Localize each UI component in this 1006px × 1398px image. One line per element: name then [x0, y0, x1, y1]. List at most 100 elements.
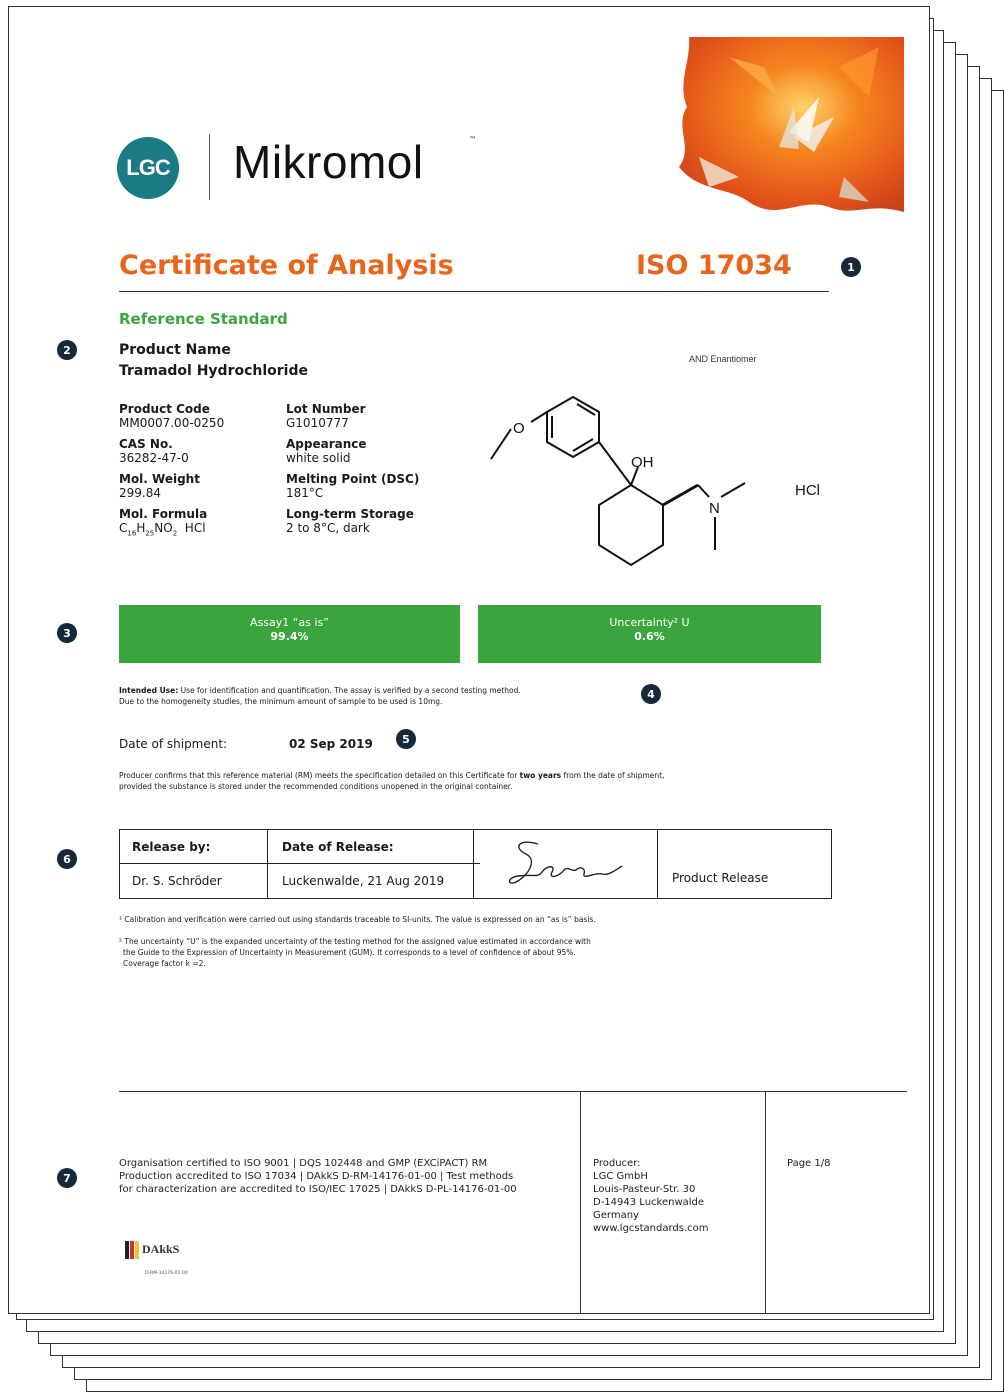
uncertainty-box: Uncertainty² U 0.6% [478, 605, 821, 663]
page-number: Page 1/8 [787, 1158, 831, 1169]
release-by-label: Release by: [132, 840, 211, 854]
assay-label: Assay1 “as is” [250, 616, 329, 629]
table-column-divider [657, 830, 658, 898]
producer-street: Louis-Pasteur-Str. 30 [593, 1184, 696, 1195]
footer-column-divider [580, 1091, 581, 1313]
shipment-label: Date of shipment: [119, 737, 228, 751]
producer-statement-line2: provided the substance is stored under t… [119, 782, 513, 791]
badge-2: 2 [57, 340, 77, 360]
certification-line-1: Organisation certified to ISO 9001 | DQS… [119, 1158, 488, 1169]
footnote-2-line1: ² The uncertainty “U” is the expanded un… [119, 937, 591, 946]
uncertainty-value: 0.6% [634, 630, 665, 643]
mol-formula-label: Mol. Formula [119, 507, 208, 521]
formula-nitrogen-oxygen: NO [154, 521, 173, 535]
formula-salt: HCl [184, 521, 206, 535]
storage-label: Long-term Storage [286, 507, 414, 521]
footnote-1: ¹ Calibration and verification were carr… [119, 915, 596, 924]
producer-city: D-14943 Luckenwalde [593, 1197, 705, 1208]
release-date: Luckenwalde, 21 Aug 2019 [282, 874, 445, 888]
product-name: Tramadol Hydrochloride [119, 363, 308, 379]
intended-use-label: Intended Use: [119, 686, 179, 695]
assay-box: Assay1 “as is” 99.4% [119, 605, 460, 663]
mol-weight: 299.84 [119, 486, 161, 500]
badge-6: 6 [57, 849, 77, 869]
release-role: Product Release [672, 871, 769, 885]
intended-use: Intended Use: Use for identification and… [119, 685, 521, 707]
mikromol-wordmark: Mikromol [233, 136, 424, 188]
assay-value: 99.4% [270, 630, 309, 643]
release-date-label: Date of Release: [282, 840, 394, 854]
producer-statement: Producer confirms that this reference ma… [119, 770, 664, 792]
shipment-date: 02 Sep 2019 [289, 737, 373, 751]
melting-point: 181°C [286, 486, 324, 500]
table-divider [120, 863, 480, 864]
producer-statement-bold: two years [519, 771, 562, 780]
dakks-logo-text: DAkkS [142, 1242, 180, 1256]
iso-label: ISO 17034 [636, 250, 792, 281]
appearance: white solid [286, 451, 351, 465]
producer-statement-part1: Producer confirms that this reference ma… [119, 771, 520, 780]
formula-oxygen-count: 2 [172, 529, 178, 538]
section-label: Reference Standard [119, 310, 288, 328]
badge-5: 5 [396, 729, 416, 749]
lot-number-label: Lot Number [286, 402, 366, 416]
footnote-2-line3: Coverage factor k =2. [123, 959, 206, 968]
release-table: Release by: Dr. S. Schröder Date of Rele… [119, 829, 832, 899]
title-divider [119, 291, 829, 292]
lgc-logo-text: LGC [126, 155, 170, 180]
lot-number: G1010777 [286, 416, 349, 430]
formula-hydrogen-count: 25 [145, 529, 155, 538]
intended-use-text-2: Due to the homogeneity studies, the mini… [119, 697, 443, 706]
footer-column-divider [765, 1091, 766, 1313]
product-code-label: Product Code [119, 402, 210, 416]
badge-7: 7 [57, 1168, 77, 1188]
certifications: Organisation certified to ISO 9001 | DQS… [119, 1157, 517, 1196]
hydroxyl-group: OH [631, 454, 654, 471]
badge-1: 1 [841, 257, 861, 277]
product-name-label: Product Name [119, 342, 231, 358]
footer-divider [119, 1091, 907, 1092]
footnote-2-line2: the Guide to the Expression of Uncertain… [123, 948, 576, 957]
formula-carbon-count: 16 [127, 529, 137, 538]
page-title: Certificate of Analysis [119, 250, 454, 281]
producer-address: Producer: LGC GmbH Louis-Pasteur-Str. 30… [593, 1157, 709, 1235]
cas-label: CAS No. [119, 437, 173, 451]
mol-weight-label: Mol. Weight [119, 472, 200, 486]
lgc-logo: LGC [117, 137, 179, 199]
oxygen-atom: O [513, 420, 525, 437]
table-column-divider [473, 830, 474, 898]
producer-label: Producer: [593, 1158, 641, 1169]
footnote-2: ² The uncertainty “U” is the expanded un… [119, 936, 591, 969]
mol-formula: C16H25NO2 HCl [119, 521, 206, 537]
salt-label: HCl [795, 482, 820, 499]
formula-carbon: C [119, 521, 128, 535]
badge-4: 4 [641, 684, 661, 704]
product-code: MM0007.00-0250 [119, 416, 225, 430]
producer-website[interactable]: www.lgcstandards.com [593, 1223, 709, 1234]
producer-statement-part2: from the date of shipment, [561, 771, 665, 780]
formula-hydrogen: H [136, 521, 146, 535]
badge-3: 3 [57, 623, 77, 643]
dakks-id: D-RM-14176-01-00 [145, 1271, 188, 1276]
table-column-divider [267, 830, 268, 898]
certificate-page: LGC Mikromol ™ Certificate of Analysis I… [8, 6, 930, 1314]
trademark-symbol: ™ [469, 135, 477, 144]
chemical-structure: O OH N HCl [490, 395, 820, 567]
melting-point-label: Melting Point (DSC) [286, 472, 420, 486]
intended-use-text: Use for identification and quantificatio… [178, 686, 521, 695]
crystal-image [669, 37, 904, 222]
nitrogen-atom: N [709, 500, 720, 517]
enantiomer-note: AND Enantiomer [689, 354, 757, 364]
cas-number: 36282-47-0 [119, 451, 189, 465]
certification-line-2: Production accredited to ISO 17034 | DAk… [119, 1171, 514, 1182]
producer-country: Germany [593, 1210, 639, 1221]
appearance-label: Appearance [286, 437, 367, 451]
producer-name: LGC GmbH [593, 1171, 648, 1182]
release-by: Dr. S. Schröder [132, 874, 222, 888]
logo-divider [209, 134, 210, 200]
dakks-logo: DAkkS D-RM-14176-01-00 [125, 1237, 245, 1281]
signature [508, 841, 623, 884]
uncertainty-label: Uncertainty² U [609, 616, 690, 629]
certification-line-3: for characterization are accredited to I… [119, 1184, 517, 1195]
storage: 2 to 8°C, dark [286, 521, 370, 535]
